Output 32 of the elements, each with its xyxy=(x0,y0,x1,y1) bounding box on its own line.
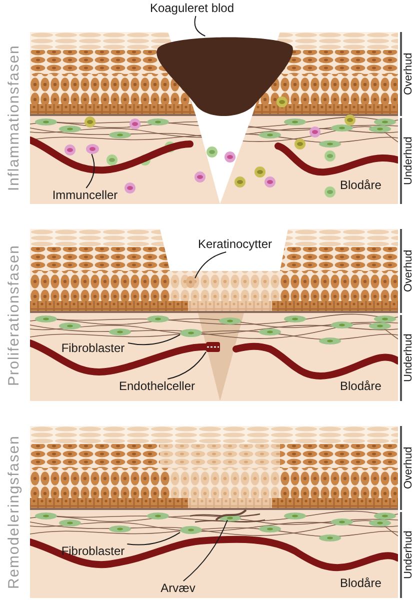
vessel-label: Blodåre xyxy=(340,178,382,193)
annotation-label: Arvæv xyxy=(156,581,200,596)
immune-cell xyxy=(86,144,99,154)
annotation-label: Koaguleret blod xyxy=(138,0,246,16)
fibroblast-cell xyxy=(180,329,202,337)
leader-line xyxy=(167,351,206,380)
blood-clot xyxy=(156,37,293,116)
phase-title: Remodeleringsfasen xyxy=(4,434,24,591)
scar-tissue xyxy=(215,509,247,521)
annotation-label: Immunceller xyxy=(50,188,120,203)
layer-label: Overhud xyxy=(400,229,416,313)
layer-label: Underhud xyxy=(400,118,416,204)
vessel-label: Blodåre xyxy=(340,379,382,394)
leader-line xyxy=(182,520,228,582)
leader-line xyxy=(194,252,227,279)
annotation-label: Endothelceller xyxy=(116,379,198,394)
layer-label: Underhud xyxy=(400,512,416,598)
leader-line xyxy=(194,16,206,36)
leader-line xyxy=(126,532,180,546)
annotation-label: Fibroblaster xyxy=(58,341,128,356)
vessel-label: Blodåre xyxy=(340,576,382,591)
fibroblast-cell xyxy=(180,526,202,534)
layer-label: Overhud xyxy=(400,32,416,116)
layer-label: Overhud xyxy=(400,426,416,510)
keratinocyte-cell xyxy=(186,276,195,288)
vessel-end xyxy=(206,342,220,352)
phase-title: Proliferationsfasen xyxy=(4,243,24,388)
layer-label: Underhud xyxy=(400,315,416,401)
annotation-label: Fibroblaster xyxy=(58,544,128,559)
leader-line xyxy=(86,154,95,188)
leader-line xyxy=(128,334,180,346)
phase-title: Inflammationsfasen xyxy=(4,44,24,194)
